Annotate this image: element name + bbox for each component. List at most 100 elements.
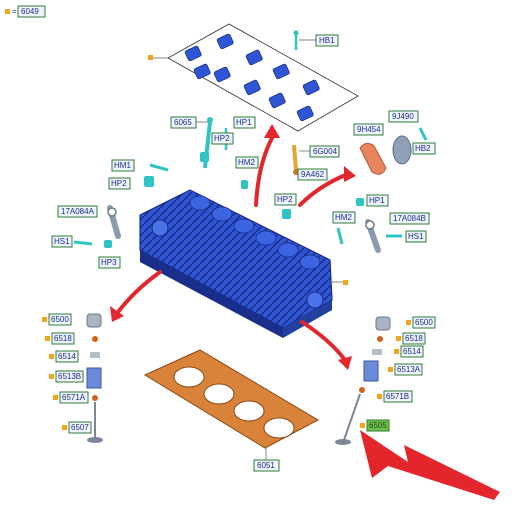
label-hp2-mid[interactable]: HP2 [274,193,297,206]
svg-text:6049: 6049 [21,7,39,16]
svg-text:HP2: HP2 [111,179,127,188]
label-hm2-right[interactable]: HM2 [332,211,356,224]
retainer-6514-left [90,352,100,358]
label-hp1-top[interactable]: HP1 [233,116,256,129]
svg-text:6500: 6500 [415,318,433,327]
label-6507[interactable]: 6507 [62,421,92,434]
label-hp1-right[interactable]: HP1 [366,194,389,207]
svg-text:17A084B: 17A084B [393,214,426,223]
part-hp3 [104,240,112,248]
label-hm2-top[interactable]: HM2 [235,156,259,169]
label-hp2-top[interactable]: HP2 [211,132,234,145]
bracket-17a084a [107,205,121,239]
cam-cap [268,92,286,109]
label-hb1[interactable]: HB1 [315,34,339,47]
head-gasket-6051 [143,349,320,449]
right-valve-stack [335,316,391,445]
label-hp2-left[interactable]: HP2 [108,177,131,190]
camshaft-caps-group [148,23,359,132]
label-6514-left[interactable]: 6514 [49,350,79,363]
svg-text:HM1: HM1 [114,161,131,170]
cam-cap [245,49,263,66]
label-6513a[interactable]: 6513A [388,363,423,376]
label-hs1-left[interactable]: HS1 [51,235,73,248]
svg-text:6571B: 6571B [386,392,409,401]
svg-text:6571A: 6571A [62,393,86,402]
spring-6513b [86,367,102,389]
label-6500-left[interactable]: 6500 [42,313,72,326]
svg-text:6513B: 6513B [58,372,81,381]
label-6051[interactable]: 6051 [253,459,280,472]
svg-text:HM2: HM2 [335,213,352,222]
retainer-6514-right [372,349,382,355]
svg-text:6G004: 6G004 [313,147,338,156]
arrow-right-down [300,320,347,362]
big-pointer-arrow [360,430,500,500]
label-hs1-right[interactable]: HS1 [405,230,427,243]
label-9j490[interactable]: 9J490 [388,110,419,123]
cam-cap [243,79,261,96]
svg-text:6507: 6507 [71,423,89,432]
label-6065[interactable]: 6065 [170,116,197,129]
svg-text:6518: 6518 [405,334,423,343]
red-arrows [116,136,350,362]
svg-text:6513A: 6513A [397,365,421,374]
label-6571b[interactable]: 6571B [377,390,413,403]
left-valve-stack [86,313,103,443]
seal-6518-left [92,336,98,342]
label-hb2[interactable]: HB2 [412,142,436,155]
cam-cap [193,63,211,80]
part-hp2-mid [282,209,291,219]
svg-text:HB2: HB2 [415,144,431,153]
label-17a084b[interactable]: 17A084B [389,212,430,225]
label-hm1[interactable]: HM1 [111,159,135,172]
label-6500-right[interactable]: 6500 [406,316,436,329]
label-6571a[interactable]: 6571A [53,391,89,404]
bolt-hb1 [293,30,299,50]
seal-6518-right [377,336,383,342]
label-17a084a[interactable]: 17A084A [57,205,98,218]
tappet-6500-right [375,316,391,331]
label-9h454[interactable]: 9H454 [353,123,384,136]
cam-cap [213,66,231,83]
svg-text:HS1: HS1 [408,232,424,241]
seal-6571b [359,387,365,393]
label-6505-highlighted[interactable]: 6505 [360,419,390,432]
svg-text:6514: 6514 [403,347,421,356]
arrow-right-up [298,172,350,207]
svg-text:9J490: 9J490 [392,112,414,121]
orange-marker [148,55,153,60]
cam-cap [184,45,202,62]
svg-text:HP2: HP2 [214,134,230,143]
svg-text:6514: 6514 [58,352,76,361]
bracket-17a084b [365,219,381,253]
spring-6513a [363,360,379,382]
tappet-6500-left [86,313,102,328]
svg-text:17A084A: 17A084A [61,207,95,216]
label-6518-left[interactable]: 6518 [45,332,75,345]
svg-text:HP3: HP3 [101,258,117,267]
svg-text:6518: 6518 [54,334,72,343]
svg-text:=: = [12,7,17,16]
label-6049[interactable]: = 6049 [5,5,46,18]
svg-text:6065: 6065 [174,118,192,127]
svg-text:HB1: HB1 [319,36,335,45]
arrow-left-down [116,270,162,314]
gasket-9h454 [359,142,387,175]
label-6513b[interactable]: 6513B [49,370,84,383]
part-hp2-top [200,152,209,162]
valve-6505 [343,393,361,441]
cam-cap [272,63,290,80]
label-hp3[interactable]: HP3 [98,256,121,269]
svg-text:9H454: 9H454 [357,125,381,134]
label-6518-right[interactable]: 6518 [396,332,426,345]
cam-cap [216,33,234,50]
label-6514-right[interactable]: 6514 [394,345,424,358]
label-6g004[interactable]: 6G004 [309,145,340,158]
part-hm2-right [336,227,344,245]
cam-cap [296,105,314,122]
part-hb2 [418,127,428,141]
svg-text:HM2: HM2 [238,158,255,167]
label-9a462[interactable]: 9A462 [297,168,328,181]
